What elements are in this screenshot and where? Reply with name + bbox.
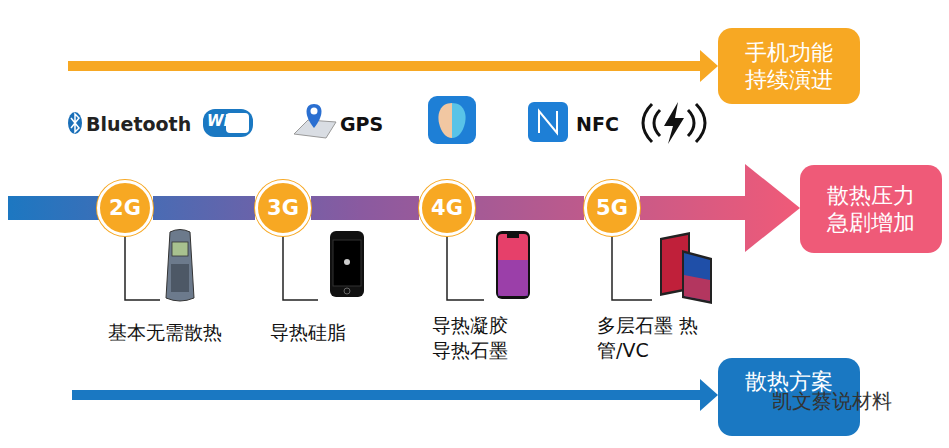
band-segment [640, 196, 745, 220]
node-text: 2G [109, 196, 141, 220]
wifi-icon [203, 109, 253, 137]
function-arrow [68, 61, 704, 71]
iphone-3g [330, 231, 364, 297]
gps-icon [294, 104, 336, 138]
nfc-label: NFC [576, 112, 619, 137]
band-segment [475, 196, 584, 220]
timeline-band [153, 196, 255, 220]
timeline-band [640, 164, 800, 252]
band-segment [311, 196, 419, 220]
generation-circle: 5G [584, 180, 640, 236]
wireless-charge-icon [643, 102, 705, 144]
foldable-phone [660, 232, 712, 304]
node-text: 3G [267, 196, 299, 220]
node-text: 散热压力 急剧增加 [821, 182, 921, 237]
function-arrowhead [700, 50, 718, 82]
pressure-box: 散热压力 急剧增加 [800, 165, 942, 253]
solution-arrowhead [700, 379, 718, 411]
wifi-label: WiFi [207, 112, 244, 132]
bluetooth-icon [68, 112, 82, 134]
generation-circle: 4G [419, 180, 475, 236]
timeline-band [311, 196, 419, 220]
stage-note: 基本无需散热 [108, 320, 222, 345]
function-box: 手机功能 持续演进 [718, 28, 860, 104]
timeline-band [475, 196, 584, 220]
nokia-phone [166, 230, 194, 302]
band-segment [153, 196, 255, 220]
stage-note: 导热硅脂 [270, 320, 346, 345]
leader-bracket [125, 236, 652, 300]
gps-label: GPS [340, 112, 383, 137]
node-text: 手机功能 持续演进 [739, 39, 839, 94]
iphone-x [496, 231, 530, 299]
node-text: 5G [596, 196, 628, 220]
watermark: 凯文蔡说材料 [772, 388, 892, 414]
node-text: 4G [431, 196, 463, 220]
bluetooth-label: Bluetooth [86, 112, 191, 137]
generation-circle: 2G [97, 180, 153, 236]
generation-circle: 3G [255, 180, 311, 236]
arrowhead [745, 164, 800, 252]
face-id-icon [428, 96, 476, 144]
stage-note: 导热凝胶 导热石墨 [432, 313, 528, 362]
nfc-icon [528, 102, 568, 142]
stage-note: 多层石墨 热管/VC [597, 313, 707, 362]
band-start [8, 196, 100, 220]
solution-arrow [72, 390, 704, 400]
